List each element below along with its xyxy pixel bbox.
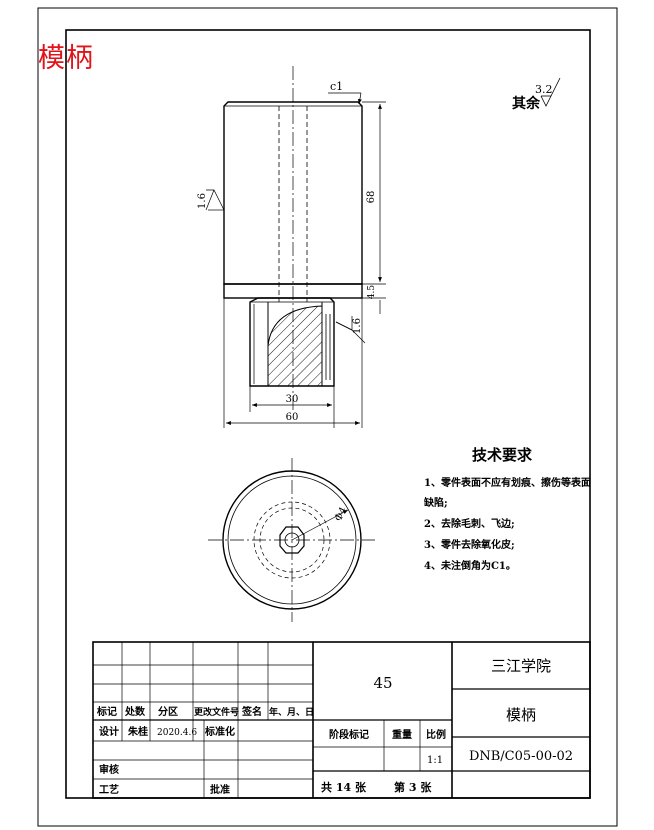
stage-label: 阶段标记	[329, 728, 369, 741]
roughness-side-value: 1.6	[197, 193, 208, 209]
process-label: 工艺	[99, 783, 119, 796]
front-view	[223, 66, 363, 412]
inner-frame	[65, 29, 591, 799]
tech-item-4: 4、未注倒角为C1。	[424, 559, 516, 572]
material: 45	[373, 674, 392, 692]
drawing-number: DNB/C05-00-02	[469, 749, 573, 764]
tech-item-1: 1、零件表面不应有划痕、擦伤等表面	[424, 476, 591, 489]
scale-label: 比例	[426, 728, 446, 741]
tech-item-2: 2、去除毛刺、飞边;	[424, 517, 515, 530]
weight-label: 重量	[392, 728, 412, 741]
outer-border	[37, 7, 618, 827]
title-block-text: 标记 处数 分区 更改文件号 签名 年、月、日 设计 朱桂 2020.4.6 标…	[96, 657, 573, 796]
dim-hole-phi4: Φ4	[333, 505, 350, 523]
sheet-total: 共 14 张	[321, 780, 367, 794]
roughness-general-label: 其余	[512, 95, 541, 112]
header-zone: 分区	[158, 705, 178, 718]
sheet-number: 第 3 张	[394, 780, 432, 794]
technical-requirements: 技术要求 1、零件表面不应有划痕、擦伤等表面 缺陷; 2、去除毛刺、飞边; 3、…	[423, 446, 591, 572]
header-mark: 标记	[96, 705, 117, 718]
school-name: 三江学院	[491, 657, 551, 675]
header-change-doc: 更改文件号	[194, 706, 239, 718]
tech-title: 技术要求	[472, 446, 533, 464]
designer-name: 朱桂	[128, 725, 148, 738]
tech-item-3: 3、零件去除氧化皮;	[424, 538, 515, 551]
roughness-step-value: 1.6	[352, 318, 363, 334]
header-count: 处数	[124, 705, 146, 718]
dim-step-4-5: 4.5	[367, 285, 377, 300]
design-label: 设计	[99, 725, 119, 738]
chamfer-label: c1	[330, 80, 343, 93]
tech-item-1-cont: 缺陷;	[423, 496, 448, 509]
approve-label: 批准	[210, 783, 230, 796]
review-label: 审核	[99, 763, 119, 776]
title-block	[92, 641, 591, 799]
dim-height-68: 68	[366, 191, 377, 204]
front-dimensions: c1 68 4.5 30 60 1.6 1.6	[197, 80, 386, 428]
header-sign: 签名	[241, 705, 262, 718]
design-date: 2020.4.6	[157, 728, 197, 738]
scale-value: 1:1	[427, 755, 443, 766]
part-name: 模柄	[506, 706, 536, 724]
dim-width-30: 30	[286, 394, 299, 405]
top-view: Φ4	[208, 458, 375, 622]
dim-width-60: 60	[286, 412, 299, 423]
roughness-general-value: 3.2	[535, 83, 553, 96]
header-date: 年、月、日	[269, 706, 314, 718]
general-roughness: 其余 3.2	[512, 77, 561, 112]
standardize-label: 标准化	[204, 725, 235, 738]
